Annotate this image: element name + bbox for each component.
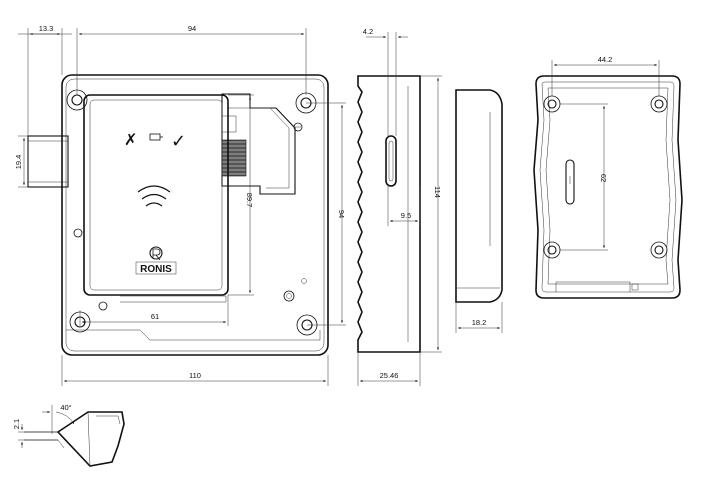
- dim-overall-width: 110: [189, 371, 201, 380]
- unlocked-icon: ✗: [124, 130, 137, 149]
- dim-reader-height: 89.7: [245, 193, 254, 208]
- dim-angle: 40°: [60, 403, 71, 412]
- detail-dimensions: 40° 2.1: [12, 403, 75, 448]
- reader-panel: [83, 94, 229, 303]
- dim-bolt-height: 19.4: [14, 155, 23, 170]
- dim-top-offset: 4.2: [363, 27, 373, 36]
- dim-reader-width: 61: [151, 312, 159, 321]
- dim-tip: 2.1: [12, 419, 21, 429]
- side-slot: [385, 135, 397, 187]
- dim-back-hole-spacing-h: 44.2: [598, 55, 613, 64]
- front-view: ✗ ✓ RONIS: [14, 24, 346, 386]
- dim-hole-spacing-v: 94: [337, 210, 346, 218]
- bolt-detail: 40° 2.1: [12, 403, 125, 467]
- dim-bolt-offset: 13.3: [39, 24, 54, 33]
- back-slot: [565, 159, 575, 205]
- dim-back-hole-spacing-v: 62: [599, 174, 608, 182]
- profile-view: 18.2: [455, 89, 503, 333]
- dim-hole-spacing-h: 94: [188, 24, 196, 33]
- locked-icon: ✓: [171, 131, 186, 152]
- front-dimensions: 13.3 94 19.4 89.7 94 61: [14, 24, 346, 386]
- back-view: 44.2 62: [533, 55, 683, 299]
- mounting-holes: [66, 89, 318, 336]
- side-dimensions: 4.2 9.5 114 25.46: [357, 27, 442, 386]
- housing: [61, 74, 329, 356]
- dim-depth: 25.46: [380, 371, 399, 380]
- status-symbols: ✗ ✓: [124, 130, 186, 152]
- dim-height: 114: [433, 186, 442, 198]
- dim-slot-offset: 9.5: [401, 211, 411, 220]
- battery-icon: [149, 133, 161, 141]
- dim-thickness: 18.2: [472, 318, 487, 327]
- rfid-wave-icon: [137, 185, 171, 207]
- side-view: 4.2 9.5 114 25.46: [357, 27, 442, 386]
- back-dimensions: 44.2 62: [551, 55, 660, 251]
- mechanism: [221, 93, 296, 195]
- profile-dimensions: 18.2: [455, 302, 503, 333]
- brand-name: RONIS: [140, 264, 172, 275]
- ronis-logo: RONIS: [135, 246, 177, 275]
